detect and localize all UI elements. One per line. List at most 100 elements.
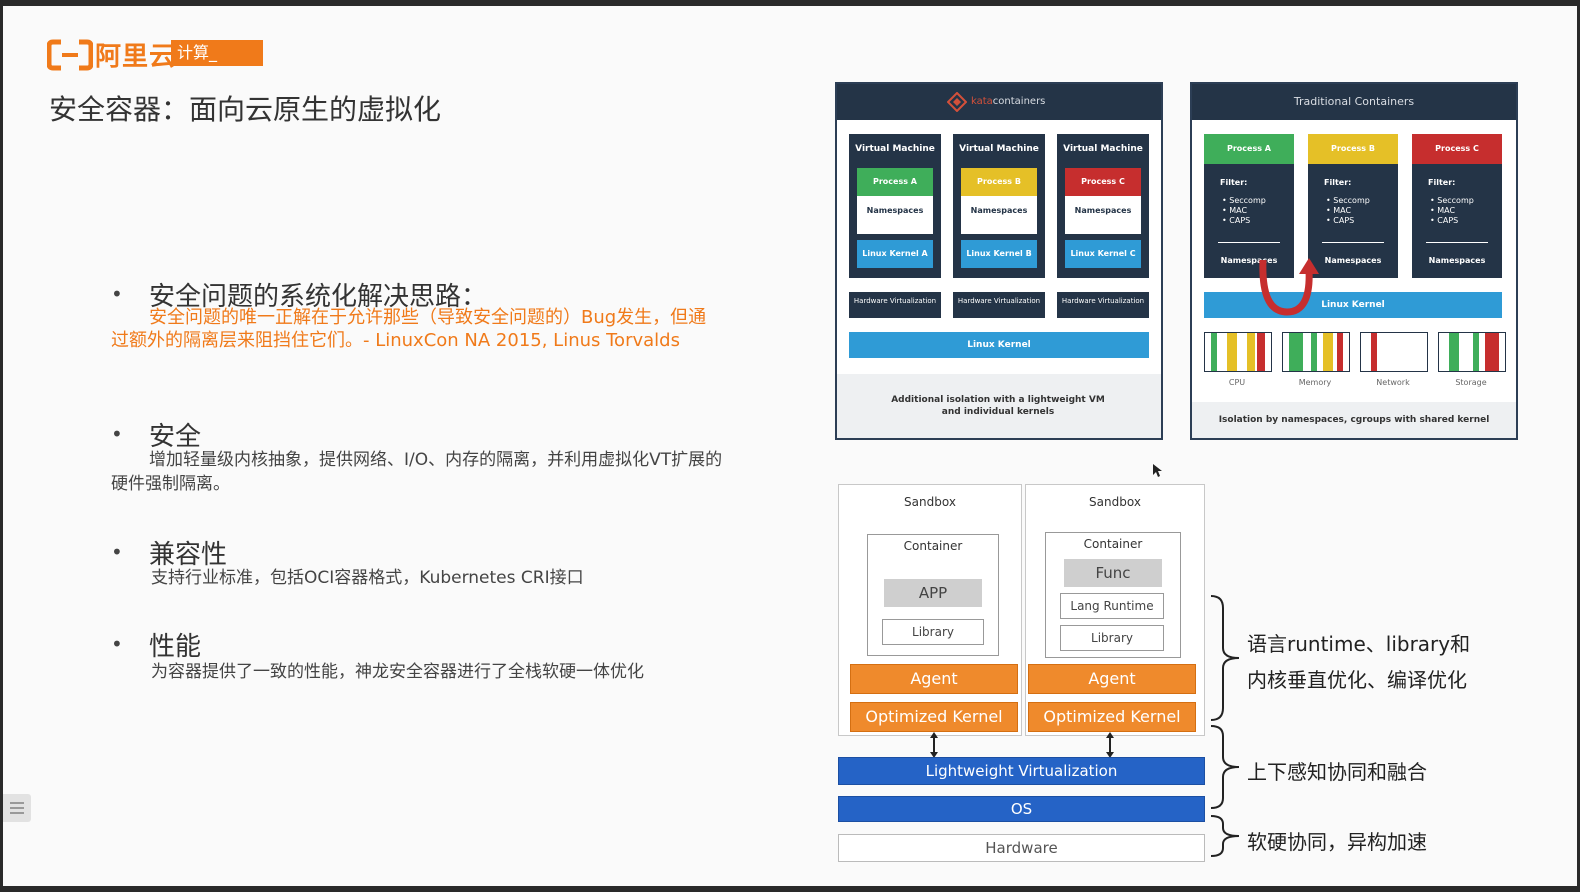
- vm-guest: Process A Namespaces: [857, 168, 933, 234]
- linux-kernel-b: Linux Kernel B: [961, 240, 1037, 268]
- bullet-title-approach: 安全问题的系统化解决思路：: [149, 282, 488, 312]
- logo-badge: 计算_: [171, 40, 263, 66]
- filter-item: • Seccomp: [1430, 196, 1474, 205]
- hardware-virtualization: Hardware Virtualization: [849, 292, 941, 318]
- bullet-dot: •: [111, 282, 123, 306]
- library-box: Library: [1060, 625, 1164, 651]
- resource-label: Storage: [1455, 378, 1487, 387]
- kata-brand: katacontainers: [971, 96, 1046, 107]
- optimized-kernel-box: Optimized Kernel: [1028, 702, 1196, 732]
- kata-caption: Additional isolation with a lightweight …: [891, 395, 1105, 417]
- page-title: 安全容器：面向云原生的虚拟化: [49, 93, 442, 126]
- filter-item: • MAC: [1222, 206, 1248, 215]
- network-resource: [1360, 332, 1428, 372]
- filter-title: Filter:: [1220, 178, 1248, 187]
- note-context-fusion: 上下感知协同和融合: [1247, 760, 1427, 784]
- process-a: Process A: [857, 168, 933, 196]
- namespaces: Namespaces: [866, 206, 924, 215]
- sandbox-label: Sandbox: [1089, 495, 1141, 509]
- trad-process-c: Process C: [1412, 134, 1502, 164]
- resource-label: CPU: [1228, 378, 1246, 387]
- note-vertical-optimization-2: 内核垂直优化、编译优化: [1247, 668, 1467, 692]
- kata-linux-kernel: Linux Kernel: [849, 332, 1149, 358]
- aliyun-logo-icon: [47, 39, 93, 71]
- kata-logo-icon: [947, 92, 967, 112]
- namespaces: Namespaces: [1074, 206, 1132, 215]
- linux-kernel-c: Linux Kernel C: [1065, 240, 1141, 268]
- bullet-title-security: 安全: [149, 422, 202, 452]
- container-2: Container Func Lang Runtime Library: [1045, 532, 1181, 658]
- trad-process-b-column: Process B Filter: • Seccomp • MAC • CAPS…: [1308, 134, 1398, 278]
- trad-process-c-column: Process C Filter: • Seccomp • MAC • CAPS…: [1412, 134, 1502, 278]
- bullet-title-compat: 兼容性: [149, 540, 228, 570]
- trad-caption: Isolation by namespaces, cgroups with sh…: [1218, 415, 1490, 425]
- trad-caption-bg: [1192, 402, 1516, 438]
- bullet-title-perf: 性能: [149, 632, 202, 662]
- filter-item: • Seccomp: [1326, 196, 1370, 205]
- escape-arrow-icon: [1259, 258, 1319, 316]
- namespaces: Namespaces: [1324, 256, 1382, 265]
- agent-box: Agent: [850, 664, 1018, 694]
- sandbox-label: Sandbox: [904, 495, 956, 509]
- vm-b: Virtual Machine Process B Namespaces Lin…: [953, 134, 1045, 278]
- trad-linux-kernel: Linux Kernel: [1204, 292, 1502, 318]
- bullet-desc-perf: 为容器提供了一致的性能，神龙安全容器进行了全栈软硬一体优化: [151, 662, 644, 682]
- memory-resource: [1282, 332, 1350, 372]
- linux-kernel-a: Linux Kernel A: [857, 240, 933, 268]
- note-hw-sw-cooperation: 软硬协同，异构加速: [1247, 830, 1427, 854]
- process-b: Process B: [961, 168, 1037, 196]
- lang-runtime-box: Lang Runtime: [1060, 593, 1164, 619]
- filter-item: • MAC: [1326, 206, 1352, 215]
- trad-process-b: Process B: [1308, 134, 1398, 164]
- container-label: Container: [903, 539, 963, 553]
- list-icon: [10, 802, 24, 814]
- bullet-dot: •: [111, 540, 123, 564]
- cpu-resource: [1204, 332, 1272, 372]
- agent-box: Agent: [1028, 664, 1196, 694]
- logo-text: 阿里云: [95, 42, 177, 72]
- namespaces: Namespaces: [1220, 256, 1278, 265]
- trad-process-a: Process A: [1204, 134, 1294, 164]
- vm-guest: Process C Namespaces: [1065, 168, 1141, 234]
- connector-arrow-icon: [1106, 732, 1114, 758]
- divider: [1218, 242, 1280, 243]
- func-box: Func: [1064, 559, 1162, 587]
- bullet-dot: •: [111, 632, 123, 656]
- kata-caption-bg: [837, 374, 1161, 438]
- brace-icon: [1210, 725, 1240, 809]
- process-c: Process C: [1065, 168, 1141, 196]
- connector-arrow-icon: [930, 732, 938, 758]
- vm-title: Virtual Machine: [855, 144, 935, 154]
- traditional-header: Traditional Containers: [1192, 84, 1516, 120]
- brace-icon: [1210, 815, 1240, 857]
- trad-process-a-column: Process A Filter: • Seccomp • MAC • CAPS…: [1204, 134, 1294, 278]
- container-label: Container: [1083, 537, 1143, 551]
- bullet-desc-compat: 支持行业标准，包括OCI容器格式，Kubernetes CRI接口: [151, 568, 584, 588]
- mouse-cursor-icon: [1153, 464, 1162, 477]
- filter-item: • CAPS: [1222, 216, 1251, 225]
- side-panel-toggle[interactable]: [3, 794, 31, 822]
- optimized-kernel-box: Optimized Kernel: [850, 702, 1018, 732]
- bullet-desc-security: 增加轻量级内核抽象，提供网络、I/O、内存的隔离，并利用虚拟化VT扩展的硬件强制…: [111, 450, 723, 494]
- slide: 阿里云 计算_ 安全容器：面向云原生的虚拟化 • 安全问题的系统化解决思路： 安…: [3, 6, 1577, 886]
- namespaces: Namespaces: [1428, 256, 1486, 265]
- filter-title: Filter:: [1428, 178, 1456, 187]
- library-box: Library: [882, 619, 984, 645]
- lightweight-virtualization-box: Lightweight Virtualization: [838, 757, 1205, 785]
- container-1: Container APP Library: [867, 534, 999, 656]
- os-box: OS: [838, 796, 1205, 822]
- resource-label: Network: [1376, 378, 1410, 387]
- hardware-virtualization: Hardware Virtualization: [1057, 292, 1149, 318]
- kata-header: katacontainers: [837, 84, 1161, 120]
- filter-item: • Seccomp: [1222, 196, 1266, 205]
- hardware-box: Hardware: [838, 834, 1205, 862]
- divider: [1322, 242, 1384, 243]
- filter-item: • CAPS: [1430, 216, 1459, 225]
- app-box: APP: [884, 579, 982, 607]
- bullet-dot: •: [111, 422, 123, 446]
- note-vertical-optimization-1: 语言runtime、library和: [1247, 632, 1471, 656]
- filter-title: Filter:: [1324, 178, 1352, 187]
- divider: [1426, 242, 1488, 243]
- vm-c: Virtual Machine Process C Namespaces Lin…: [1057, 134, 1149, 278]
- vm-a: Virtual Machine Process A Namespaces Lin…: [849, 134, 941, 278]
